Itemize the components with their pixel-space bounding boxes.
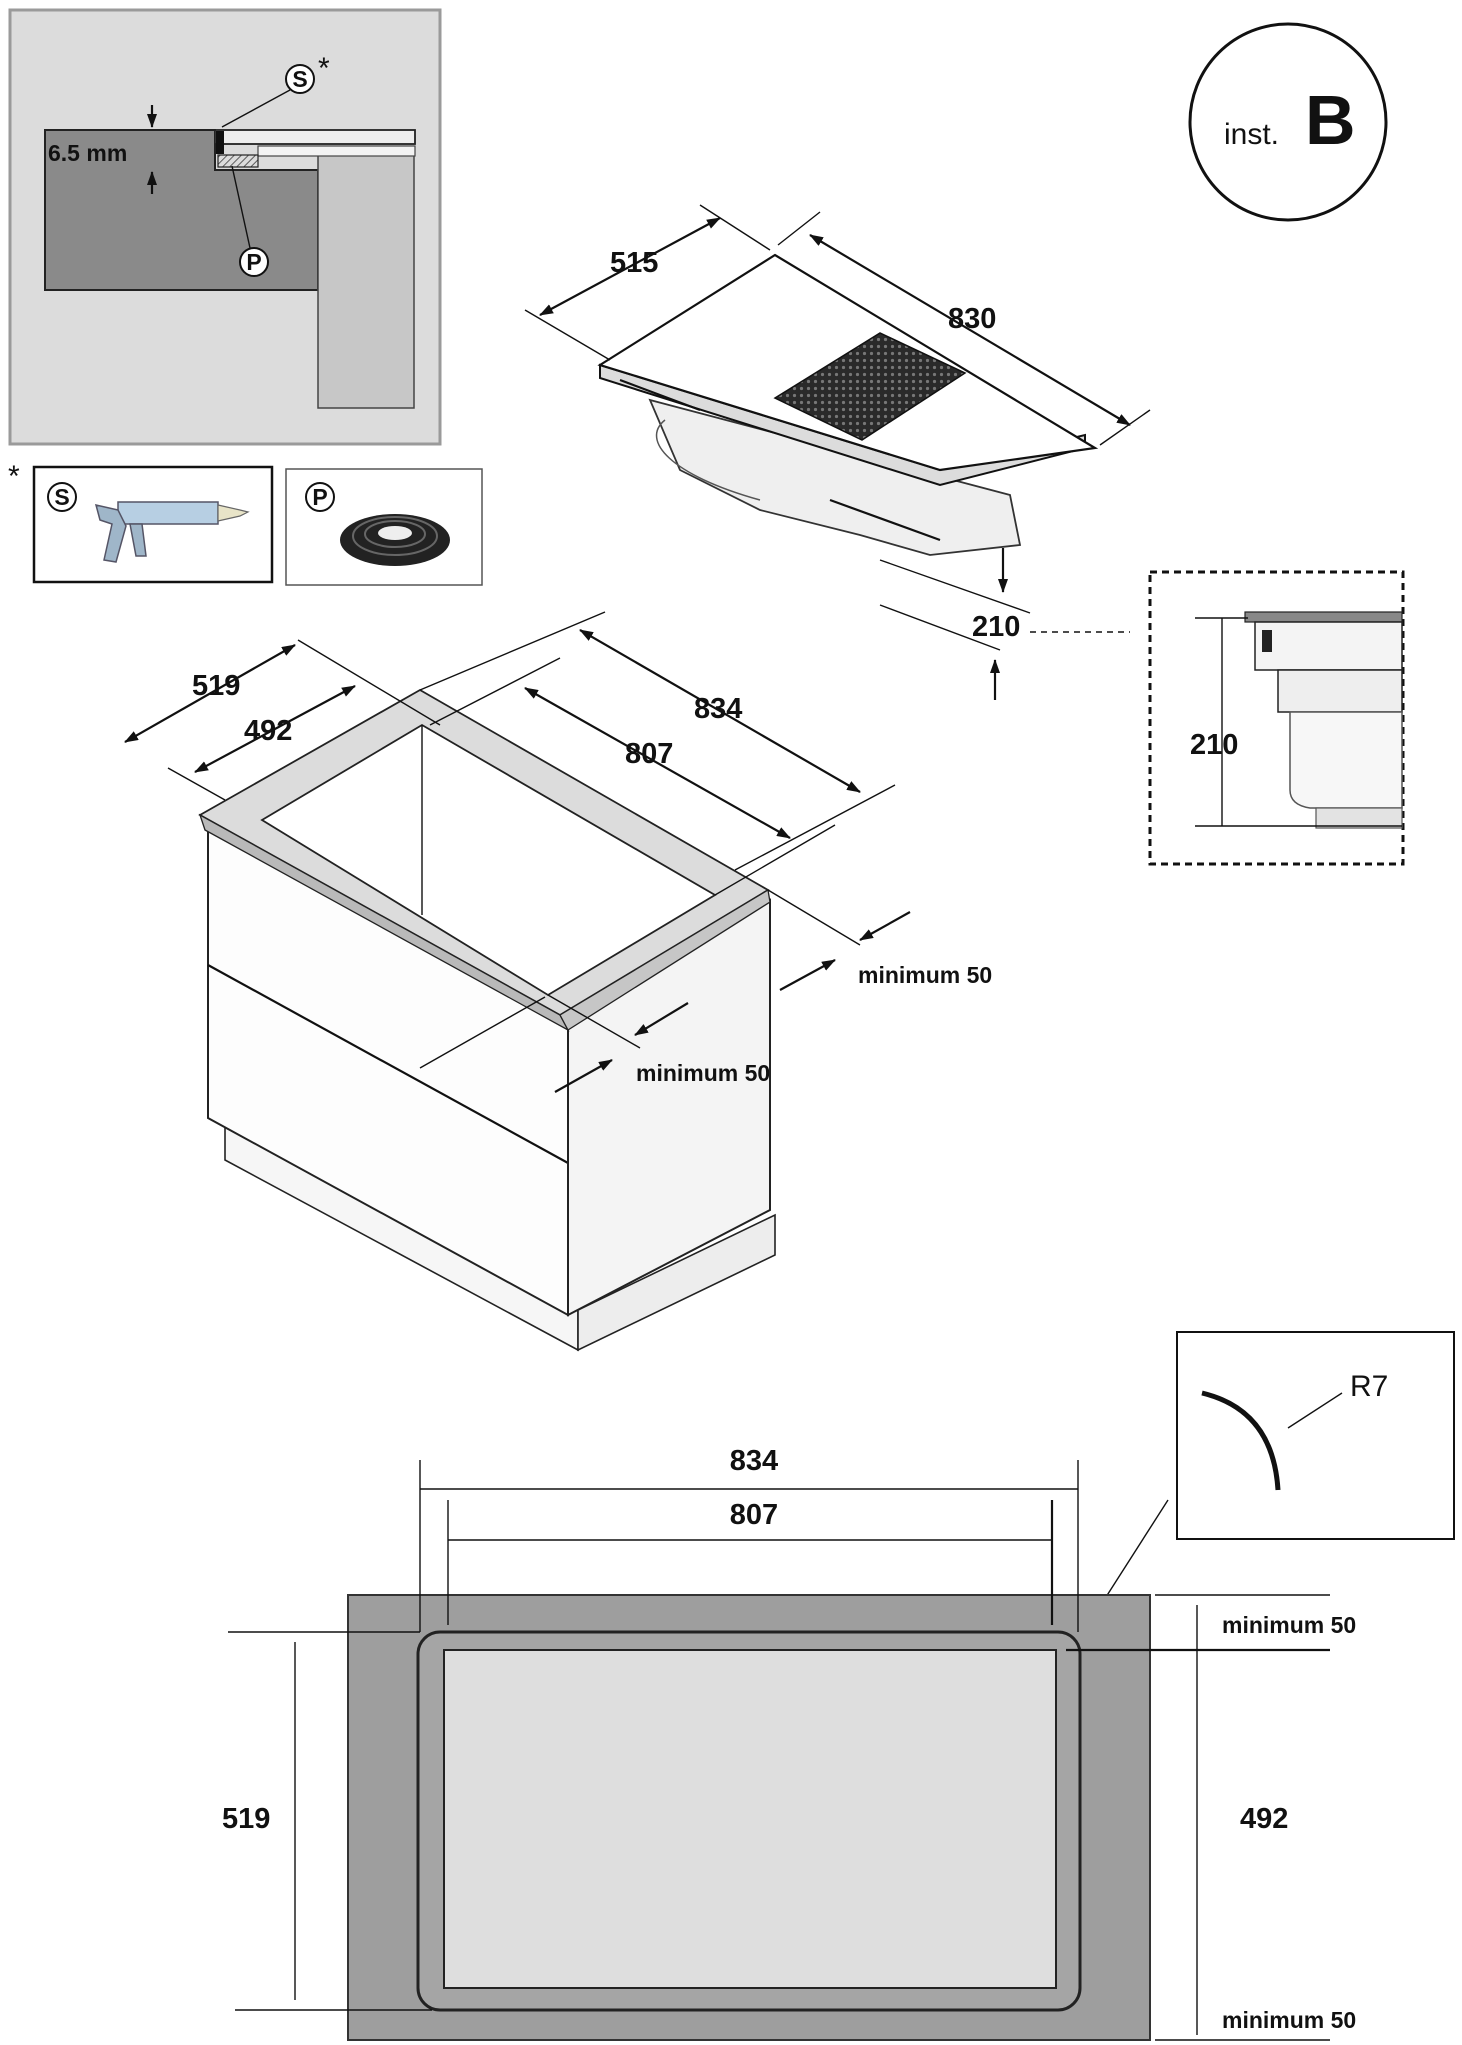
cutout-width-ext-right bbox=[714, 824, 836, 896]
hob-underbody bbox=[648, 398, 1022, 556]
hob-bracket-right bbox=[829, 498, 941, 542]
gasket-callout-circle bbox=[239, 247, 269, 277]
min-front-arrow-out bbox=[554, 1059, 613, 1093]
plan-min-top-label: minimum 50 bbox=[1222, 1612, 1356, 1638]
cabinet-cutout-depth-label: 492 bbox=[244, 715, 292, 747]
gap-dimension: 6.5 mm bbox=[48, 140, 127, 166]
accessory-asterisk: * bbox=[8, 460, 20, 493]
installation-badge: inst. B bbox=[1188, 22, 1388, 222]
min-back-ext bbox=[767, 889, 861, 946]
min-front-ext bbox=[547, 994, 641, 1049]
height-detail-label: 210 bbox=[1190, 729, 1238, 761]
gasket-roll-icon bbox=[340, 514, 450, 566]
cabinet-isometric: 519 492 834 807 minimum 50 minimum 50 bbox=[124, 611, 992, 1352]
cabinet-cutout-width-arrow bbox=[524, 687, 791, 839]
badge-circle bbox=[1188, 22, 1388, 222]
cabinet-plinth-side bbox=[577, 1213, 776, 1352]
worktop-side-edge bbox=[559, 888, 771, 1031]
cabinet-cutout-width-label: 807 bbox=[625, 738, 673, 770]
hob-depth-ext-left bbox=[524, 309, 611, 361]
hob-depth-ext-right bbox=[699, 204, 771, 251]
badge-letter: B bbox=[1305, 81, 1356, 159]
corner-radius-inset bbox=[1176, 1331, 1455, 1540]
cabinet-panel bbox=[317, 149, 415, 409]
hob-depth-label: 515 bbox=[610, 247, 658, 279]
hob-isometric: 515 830 210 bbox=[524, 204, 1151, 700]
cabinet-cutout-depth-arrow bbox=[194, 685, 356, 773]
detail-motor-lower bbox=[1289, 711, 1403, 809]
plan-outer-width-label: 834 bbox=[730, 1445, 778, 1477]
hob-width-ext-left bbox=[777, 211, 821, 246]
caulking-gun-icon bbox=[94, 501, 250, 563]
badge-prefix: inst. bbox=[1224, 118, 1279, 151]
sealant-asterisk: * bbox=[318, 52, 330, 85]
gasket-leader bbox=[231, 165, 251, 249]
outer-width-ext-left bbox=[419, 611, 606, 691]
cabinet-min-front-label: minimum 50 bbox=[636, 1060, 770, 1086]
sealant-tool-label: S bbox=[54, 484, 69, 510]
sealant-bead bbox=[216, 131, 224, 154]
plan-outer-depth-label: 519 bbox=[222, 1803, 270, 1835]
gasket-label: P bbox=[312, 484, 327, 510]
hob-motor-housing bbox=[655, 419, 761, 501]
detail-clip bbox=[1262, 630, 1272, 652]
corner-radius-leader bbox=[1287, 1392, 1343, 1429]
min-back-arrow-in bbox=[859, 911, 911, 941]
cabinet-min-back-label: minimum 50 bbox=[858, 962, 992, 988]
corner-radius-label: R7 bbox=[1350, 1370, 1388, 1403]
accessories: * S P bbox=[8, 460, 483, 586]
min-back-arrow-out bbox=[779, 959, 836, 991]
gasket-strip bbox=[217, 154, 259, 168]
height-detail-inset: 210 bbox=[1148, 570, 1405, 866]
hob-height-label: 210 bbox=[972, 611, 1020, 643]
hob-depth-arrow bbox=[539, 217, 721, 316]
plan-cutout-width-label: 807 bbox=[730, 1499, 778, 1531]
outer-depth-ext bbox=[297, 639, 441, 726]
detail-motor-upper bbox=[1277, 669, 1403, 713]
detail-frame-body bbox=[1254, 621, 1403, 671]
cutout-depth-ext bbox=[167, 767, 226, 801]
gasket-box-callout-circle bbox=[305, 482, 335, 512]
detail-glass bbox=[1244, 611, 1403, 623]
hob-width-ext-right bbox=[1099, 409, 1151, 446]
gasket-callout: P bbox=[246, 249, 261, 275]
plan-view: R7 834 807 519 492 minimum 50 minimum 50 bbox=[222, 1331, 1455, 2041]
plan-cutout-depth-label: 492 bbox=[1240, 1803, 1288, 1835]
hob-width-label: 830 bbox=[948, 303, 996, 335]
detail-motor-base bbox=[1315, 807, 1403, 829]
outer-width-ext-right bbox=[734, 784, 896, 871]
hob-frame-edge bbox=[257, 145, 416, 157]
min-front-arrow-in bbox=[634, 1002, 689, 1036]
hob-height-ext-top bbox=[879, 559, 1031, 614]
hob-width-arrow bbox=[809, 234, 1131, 426]
sealant-tool-callout-circle bbox=[47, 482, 77, 512]
min-front-ext-line bbox=[419, 996, 546, 1069]
sealant-callout-circle bbox=[285, 64, 315, 94]
hob-bracket-left bbox=[619, 378, 701, 412]
cutout-width-ext-left bbox=[429, 657, 561, 726]
cabinet-outer-width-label: 834 bbox=[694, 693, 742, 725]
corner-radius-curve bbox=[1201, 1390, 1281, 1491]
cabinet-drawer-line bbox=[207, 964, 569, 1164]
plan-inner-cutout bbox=[443, 1649, 1057, 1989]
hob-glass-edge bbox=[214, 129, 416, 145]
cabinet-outer-depth-label: 519 bbox=[192, 670, 240, 702]
hob-height-ext-bottom bbox=[879, 604, 1001, 651]
sealant-callout: S bbox=[292, 66, 307, 92]
plan-min-bottom-label: minimum 50 bbox=[1222, 2007, 1356, 2033]
sealant-leader bbox=[221, 89, 291, 128]
seal-detail-inset: 6.5 mm S * P bbox=[8, 8, 442, 446]
